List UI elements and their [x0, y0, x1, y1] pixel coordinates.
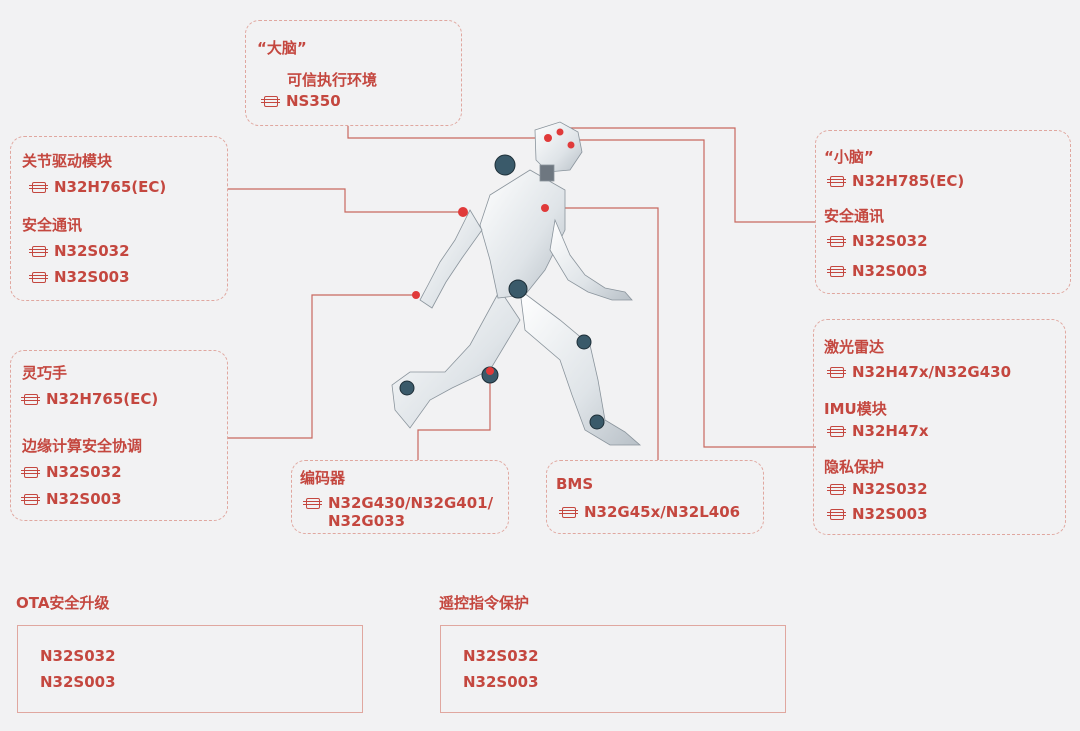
encoder-panel	[291, 460, 509, 534]
dexhand-subtitle: 边缘计算安全协调	[22, 437, 143, 455]
ota-title: OTA安全升级	[16, 594, 110, 612]
chip-icon	[559, 507, 578, 518]
encoder-connector	[417, 378, 491, 460]
lidar-panel	[813, 319, 1066, 535]
brain-title: “大脑”	[257, 39, 307, 57]
robot-body	[391, 121, 642, 446]
chip-icon	[827, 426, 846, 437]
encoder-chip: N32G430/N32G401/N32G033	[303, 494, 493, 530]
lidar-connector	[578, 139, 816, 448]
joint-chip-1: N32H765(EC)	[29, 178, 166, 196]
cerebellum-subtitle: 安全通讯	[824, 207, 885, 225]
joint-panel	[10, 136, 228, 301]
cerebellum-connector	[555, 127, 816, 223]
chip-icon	[29, 272, 48, 283]
chip-icon	[21, 467, 40, 478]
lidar-title: 激光雷达	[824, 338, 885, 356]
joint-chip-3: N32S003	[29, 268, 130, 286]
chip-icon	[827, 266, 846, 277]
chip-icon	[21, 494, 40, 505]
bms-connector	[545, 207, 659, 460]
chip-icon	[303, 498, 322, 509]
chip-icon	[29, 246, 48, 257]
privacy-chip-1: N32S032	[827, 480, 928, 498]
brain-panel	[245, 20, 462, 126]
joint-subtitle: 安全通讯	[22, 216, 83, 234]
bms-panel	[546, 460, 764, 534]
privacy-title: 隐私保护	[824, 458, 885, 476]
brain-connector	[347, 126, 548, 139]
cerebellum-chip-3: N32S003	[827, 262, 928, 280]
ota-panel	[17, 625, 363, 713]
joint-chip-2: N32S032	[29, 242, 130, 260]
chip-icon	[827, 367, 846, 378]
remote-item-1: N32S032	[463, 647, 539, 665]
joint-connector	[228, 188, 463, 213]
imu-title: IMU模块	[824, 400, 887, 418]
ota-item-2: N32S003	[40, 673, 116, 691]
dexhand-title: 灵巧手	[22, 364, 68, 382]
dexhand-panel	[10, 350, 228, 521]
joint-markers	[412, 128, 575, 375]
bms-chip: N32G45x/N32L406	[559, 503, 740, 521]
chip-icon	[827, 176, 846, 187]
chip-icon	[29, 182, 48, 193]
dexhand-chip-1: N32H765(EC)	[21, 390, 158, 408]
dexhand-chip-3: N32S003	[21, 490, 122, 508]
remote-title: 遥控指令保护	[439, 594, 530, 612]
remote-panel	[440, 625, 786, 713]
brain-chip: NS350	[261, 92, 341, 110]
ota-item-1: N32S032	[40, 647, 116, 665]
chip-icon	[261, 96, 280, 107]
dexhand-connector	[228, 294, 416, 439]
cerebellum-chip-2: N32S032	[827, 232, 928, 250]
joint-title: 关节驱动模块	[22, 152, 113, 170]
chip-icon	[827, 484, 846, 495]
privacy-chip-2: N32S003	[827, 505, 928, 523]
cerebellum-title: “小脑”	[824, 148, 874, 166]
brain-subtitle: 可信执行环境	[287, 71, 378, 89]
chip-icon	[827, 236, 846, 247]
chip-icon	[21, 394, 40, 405]
remote-item-2: N32S003	[463, 673, 539, 691]
chip-icon	[827, 509, 846, 520]
encoder-title: 编码器	[300, 469, 346, 487]
bms-title: BMS	[556, 475, 594, 493]
imu-chip: N32H47x	[827, 422, 929, 440]
cerebellum-panel	[815, 130, 1071, 294]
dexhand-chip-2: N32S032	[21, 463, 122, 481]
cerebellum-chip-1: N32H785(EC)	[827, 172, 964, 190]
lidar-chip-1: N32H47x/N32G430	[827, 363, 1011, 381]
